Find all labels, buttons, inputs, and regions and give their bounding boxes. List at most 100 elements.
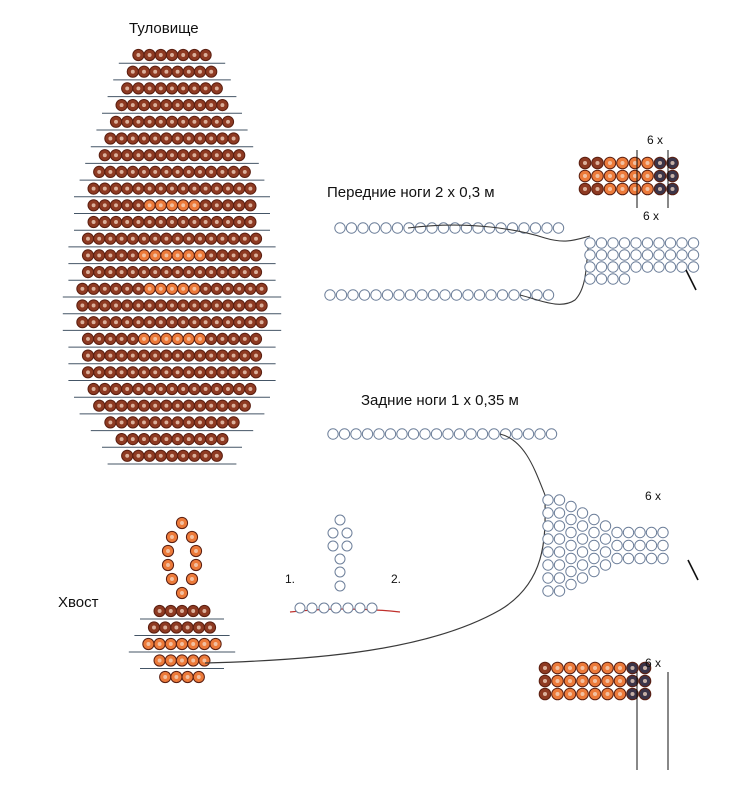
bead-hole [181, 119, 186, 124]
bead-hole [147, 203, 152, 208]
bead [334, 580, 346, 592]
bead-hole [617, 691, 623, 697]
bead-hole [192, 286, 197, 291]
bead-hole [214, 387, 219, 391]
bead-hole [130, 69, 135, 74]
bead-hole [192, 453, 197, 458]
bead-hole [242, 236, 247, 241]
bead-hole [125, 303, 130, 308]
front-legs-title: Передние ноги 2 x 0,3 м [327, 184, 495, 201]
bead-hole [220, 403, 225, 408]
bead-hole [220, 353, 225, 358]
bead-hole [157, 642, 162, 646]
bead-hole [220, 253, 225, 258]
bead [361, 428, 374, 440]
bead-hole [91, 320, 96, 325]
bead [565, 565, 577, 578]
bead [334, 566, 346, 578]
bead-hole [91, 303, 96, 308]
bead [599, 559, 612, 571]
bead-hole [175, 169, 180, 174]
bead-hole [191, 658, 196, 663]
tail-title: Хвост [58, 594, 99, 611]
bead-hole [209, 403, 214, 408]
bead-hole [186, 403, 191, 408]
bead-hole [632, 173, 638, 179]
bead [634, 539, 646, 552]
bead-hole [254, 236, 258, 241]
bead-hole [242, 353, 247, 358]
bead [599, 520, 612, 532]
bead [553, 585, 566, 597]
bead-hole [226, 186, 230, 191]
bead-hole [209, 437, 214, 442]
bead [618, 261, 631, 273]
bead-hole [226, 119, 230, 124]
bead-hole [214, 153, 219, 158]
bead-hole [164, 353, 169, 358]
bead-hole [175, 236, 180, 241]
bead-hole [181, 53, 186, 57]
bead-hole [97, 236, 102, 241]
bead-hole [142, 370, 146, 375]
bead [366, 602, 378, 614]
bead [576, 546, 589, 558]
wire-end [685, 269, 697, 291]
bead-hole [91, 203, 96, 208]
bead-hole [192, 220, 197, 224]
bead-hole [181, 86, 186, 91]
bead [611, 526, 623, 539]
bead-hole [657, 173, 663, 179]
bead-hole [97, 403, 102, 408]
bead-hole [617, 665, 623, 671]
bead-hole [202, 609, 207, 613]
bead-hole [203, 303, 208, 308]
bead [380, 222, 392, 234]
bead [384, 428, 397, 440]
leg-color-legends [538, 150, 679, 770]
bead-hole [142, 270, 146, 275]
bead-hole [147, 453, 152, 458]
bead-hole [632, 186, 638, 192]
bead-hole [203, 286, 208, 291]
bead [657, 552, 669, 565]
bead [404, 289, 417, 301]
bead-hole [130, 270, 135, 275]
bead [357, 222, 369, 234]
bead-hole [175, 270, 180, 275]
bead-hole [170, 387, 174, 391]
bead-hole [196, 625, 201, 630]
bead-hole [86, 236, 90, 241]
bead-hole [97, 370, 102, 375]
bead-hole [198, 370, 202, 375]
bead-hole [209, 420, 214, 425]
bead [416, 289, 428, 301]
bead-hole [119, 403, 124, 408]
bead-hole [231, 169, 236, 174]
bead [396, 428, 408, 440]
bead-hole [186, 169, 191, 174]
bead-hole [164, 69, 169, 74]
bead-hole [231, 370, 236, 375]
bead-hole [555, 691, 560, 697]
bead-hole [198, 403, 202, 408]
bead-hole [248, 203, 253, 208]
bead-hole [142, 437, 146, 442]
hind-legs-title: Задние ноги 1 x 0,35 м [361, 392, 519, 409]
bead-hole [142, 169, 146, 174]
bead [553, 520, 566, 532]
bead-hole [130, 370, 135, 375]
bead [641, 237, 654, 249]
bead-hole [152, 625, 156, 630]
bead-hole [595, 186, 600, 192]
bead-hole [119, 270, 124, 275]
bead-hole [153, 437, 158, 442]
bead-hole [114, 286, 118, 291]
bead [687, 261, 700, 273]
bead-hole [198, 253, 202, 258]
bead-hole [180, 658, 184, 663]
bead [437, 222, 450, 234]
bead-hole [670, 186, 675, 192]
bead [522, 428, 535, 440]
bead-hole [202, 642, 207, 646]
